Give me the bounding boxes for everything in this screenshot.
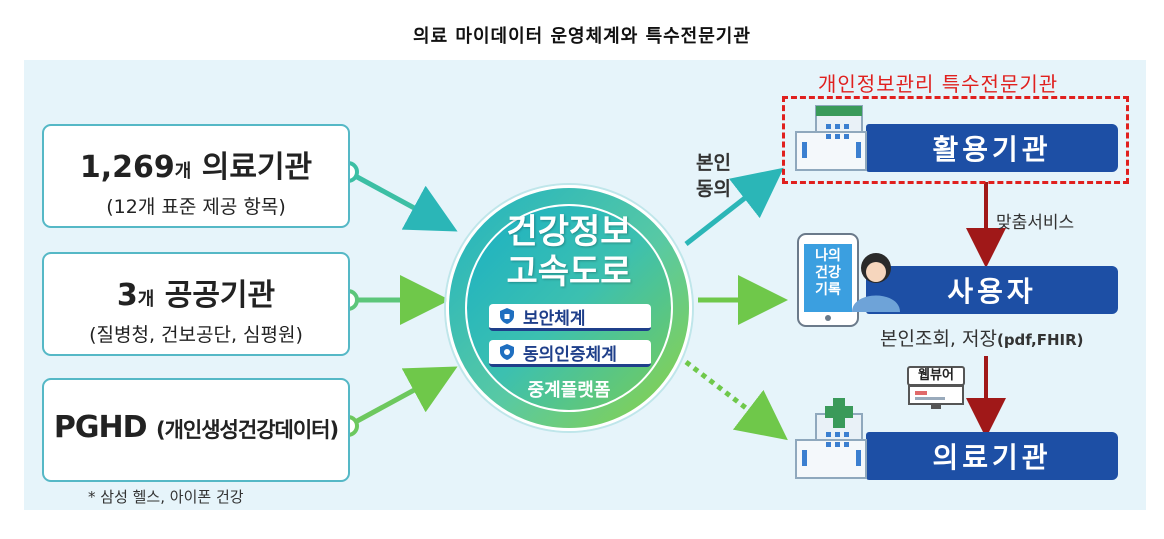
health-info-highway-hub: 건강정보 고속도로 보안체계 동의인증체계 중계플랫폼 bbox=[446, 185, 692, 431]
arrow-medical-to-hub bbox=[346, 169, 458, 232]
monitor-icon bbox=[908, 385, 964, 409]
source-main: PGHD (개인생성건강데이터) bbox=[53, 410, 339, 445]
user-org-bar: 활용기관 bbox=[866, 124, 1118, 172]
hub-caption: 중계플랫폼 bbox=[527, 380, 611, 401]
footnote: * 삼성 헬스, 아이폰 건강 bbox=[88, 488, 244, 506]
consent-label: 본인 동의 bbox=[696, 152, 731, 200]
hub-title-line1: 건강정보 bbox=[506, 212, 632, 252]
medical-institution-bar: 의료기관 bbox=[866, 432, 1118, 480]
source-sub: (질병청, 건보공단, 심평원) bbox=[89, 324, 303, 346]
source-main: 3개 공공기관 bbox=[116, 278, 276, 313]
arrow-hub-to-user-org bbox=[684, 167, 784, 246]
source-box-medical: 1,269개 의료기관 (12개 표준 제공 항목) bbox=[42, 124, 350, 228]
source-sub: (12개 표준 제공 항목) bbox=[106, 196, 286, 218]
source-main: 1,269개 의료기관 bbox=[79, 150, 313, 185]
arrow-hub-to-medical bbox=[684, 360, 788, 441]
custom-service-label: 맞춤서비스 bbox=[996, 213, 1075, 233]
shield-icon bbox=[500, 344, 514, 360]
arrow-pghd-to-hub bbox=[346, 366, 458, 429]
source-box-public: 3개 공공기관 (질병청, 건보공단, 심평원) bbox=[42, 252, 350, 356]
page-title: 의료 마이데이터 운영체계와 특수전문기관 bbox=[413, 26, 751, 47]
web-viewer-monitor: 웹뷰어 bbox=[907, 366, 965, 410]
web-viewer-label: 웹뷰어 bbox=[907, 366, 965, 386]
source-box-pghd: PGHD (개인생성건강데이터) bbox=[42, 378, 350, 482]
consent-auth-pill: 동의인증체계 bbox=[489, 340, 651, 367]
user-bar: 사용자 bbox=[866, 266, 1118, 314]
special-institution-box bbox=[782, 96, 1129, 184]
self-view-label: 본인조회, 저장(pdf,FHIR) bbox=[880, 328, 1084, 350]
phone-screen-text: 나의 건강 기록 bbox=[815, 248, 841, 298]
special-institution-label: 개인정보관리 특수전문기관 bbox=[818, 72, 1059, 96]
hub-title-line2: 고속도로 bbox=[506, 252, 632, 292]
shield-icon bbox=[500, 308, 514, 324]
security-pill: 보안체계 bbox=[489, 304, 651, 331]
